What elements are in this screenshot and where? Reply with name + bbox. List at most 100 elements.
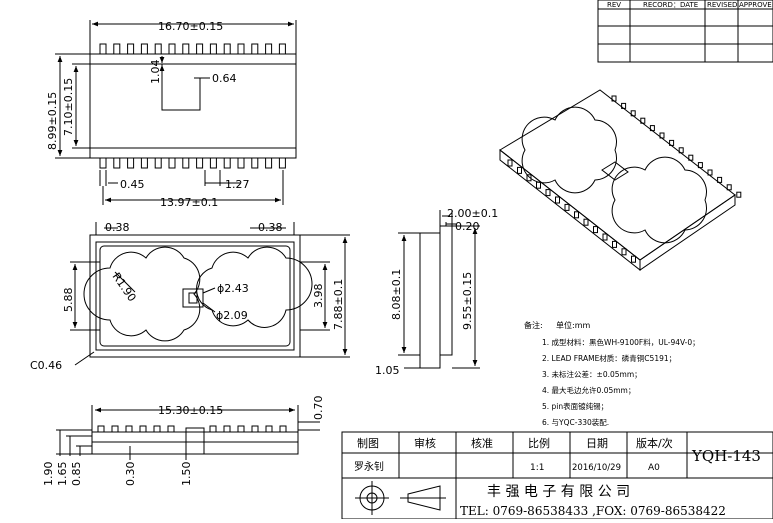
bottom-tooth xyxy=(279,425,287,433)
iso-pin xyxy=(536,181,541,189)
bottom-tooth xyxy=(237,425,245,433)
tb-review-header: 审核 xyxy=(414,436,436,450)
iso-pin xyxy=(583,218,589,226)
bottom-tooth xyxy=(251,425,259,433)
dim-hole-inner: ϕ2.09 xyxy=(216,309,248,322)
top-pin xyxy=(237,43,245,55)
rev-header-record: RECORD：DATE xyxy=(643,1,698,9)
revision-table xyxy=(597,0,773,63)
bottom-pin xyxy=(237,157,245,169)
dim-hole-outer: ϕ2.43 xyxy=(217,282,249,295)
iso-pin xyxy=(545,189,551,197)
bottom-pin xyxy=(182,157,190,169)
iso-pocket-right xyxy=(611,156,708,244)
top-pin xyxy=(127,43,135,55)
dim-height-inner: 7.10±0.15 xyxy=(62,78,75,136)
top-view xyxy=(55,20,297,205)
dim-thickness: 0.20 xyxy=(455,220,480,233)
top-pin xyxy=(278,43,286,55)
top-pin xyxy=(182,43,190,55)
middle-outer xyxy=(89,234,301,358)
dim-foot: 1.05 xyxy=(375,364,400,377)
bottom-pin xyxy=(113,157,121,169)
dim-span: 13.97±0.1 xyxy=(160,196,218,209)
top-pin xyxy=(251,43,259,55)
dim-wall-right: 0.38 xyxy=(258,221,283,234)
bottom-pin xyxy=(265,157,273,169)
dim-h4: 0.30 xyxy=(124,462,137,487)
dim-pocket-height: 5.88 xyxy=(62,288,75,313)
tb-contact: TEL: 0769-86538433 ,FOX: 0769-86538422 xyxy=(460,504,726,518)
bottom-pin xyxy=(154,157,162,169)
iso-pin xyxy=(640,117,646,124)
iso-pin xyxy=(593,226,598,234)
bottom-tooth xyxy=(111,425,119,433)
iso-pocket-left xyxy=(521,106,618,194)
tb-version-header: 版本/次 xyxy=(636,436,673,450)
iso-pin xyxy=(526,174,532,182)
dim-wall-left: 0.38 xyxy=(105,221,130,234)
bottom-tooth xyxy=(223,425,231,433)
iso-pin xyxy=(621,248,627,256)
top-pin xyxy=(223,43,231,55)
bottom-tooth xyxy=(139,425,147,433)
bottom-pin xyxy=(251,157,259,169)
tb-date: 2016/10/29 xyxy=(572,463,621,473)
bottom-teeth xyxy=(97,425,287,433)
dim-pin-width: 0.45 xyxy=(120,178,145,191)
dim-h3: 0.85 xyxy=(70,462,83,487)
pocket-right xyxy=(196,246,313,328)
tb-company: 丰 强 电 子 有 限 公 司 xyxy=(487,484,630,500)
tb-version: A0 xyxy=(648,463,660,473)
middle-view xyxy=(70,222,350,366)
dim-radius: R1.90 xyxy=(110,270,139,304)
bottom-pin xyxy=(196,157,204,169)
bottom-view xyxy=(56,405,320,460)
bottom-pin xyxy=(99,157,107,169)
dim-right: 0.70 xyxy=(312,396,325,421)
iso-pin xyxy=(630,110,636,117)
iso-pin xyxy=(697,162,703,169)
tb-draw-header: 制图 xyxy=(357,437,379,450)
iso-pin xyxy=(507,159,513,167)
tb-drawer: 罗永钊 xyxy=(354,460,384,473)
iso-pin xyxy=(564,203,570,211)
dim-outer-h: 7.88±0.1 xyxy=(332,279,345,330)
top-pin xyxy=(113,43,121,55)
top-pin xyxy=(265,43,273,55)
iso-pin xyxy=(611,95,617,102)
note-2: 2. LEAD FRAME材质：磷青铜C5191； xyxy=(542,353,676,363)
iso-pin xyxy=(574,211,579,219)
bottom-pin xyxy=(127,157,135,169)
iso-pin xyxy=(736,191,742,198)
bottom-pin xyxy=(140,157,148,169)
bottom-tooth xyxy=(125,425,133,433)
note-3: 3. 未标注公差：±0.05mm； xyxy=(542,369,642,379)
iso-pin xyxy=(678,147,684,154)
bottom-tooth xyxy=(153,425,161,433)
top-pin xyxy=(209,43,217,55)
note-1: 1. 成型材料：黑色WH-9100F料，UL-94V-0； xyxy=(542,337,700,347)
iso-pin xyxy=(707,169,713,176)
dim-length: 15.30±0.15 xyxy=(158,404,223,417)
dim-h2: 1.65 xyxy=(56,462,69,487)
top-pins-upper xyxy=(99,43,286,55)
iso-pin xyxy=(726,184,732,191)
iso-pin xyxy=(612,240,617,248)
note-5: 5. pin表面镀纯锡； xyxy=(542,401,608,411)
bottom-tooth xyxy=(265,425,273,433)
iso-pin xyxy=(649,125,655,132)
bottom-pin xyxy=(278,157,286,169)
tb-date-header: 日期 xyxy=(586,437,608,450)
iso-pin xyxy=(621,102,627,109)
dim-chamfer: C0.46 xyxy=(30,359,62,372)
dim-inner-h: 3.98 xyxy=(312,284,325,309)
dim-h1: 1.90 xyxy=(42,462,55,487)
dim-width: 16.70±0.15 xyxy=(158,20,223,33)
dim-total: 9.55±0.15 xyxy=(461,272,474,330)
dim-lead-len: 1.04 xyxy=(149,60,162,85)
bottom-tooth xyxy=(97,425,105,433)
bottom-body xyxy=(91,431,299,455)
bottom-tooth xyxy=(167,425,175,433)
